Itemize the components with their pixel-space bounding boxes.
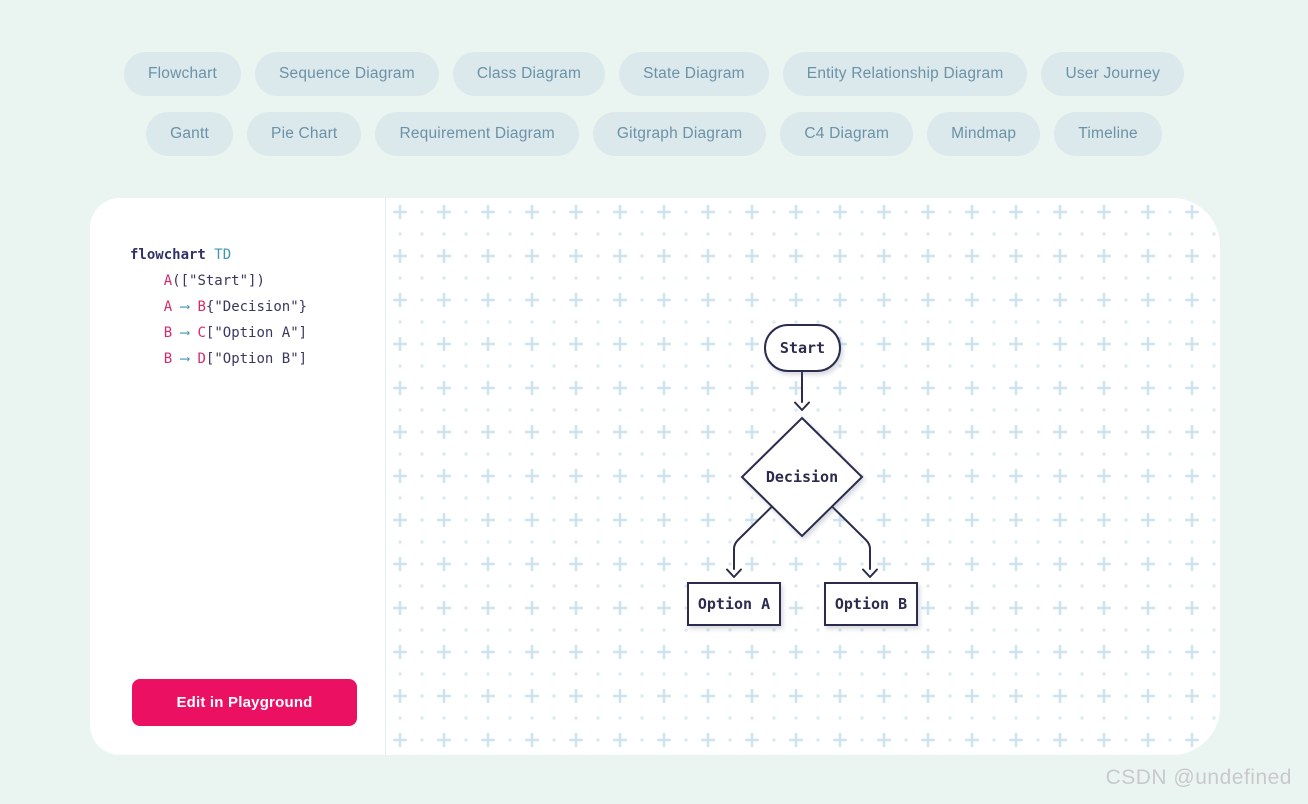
diagram-type-tabs: Flowchart Sequence Diagram Class Diagram St… — [0, 0, 1308, 156]
diagram-preview: Start Decision Option A Option B — [386, 198, 1220, 755]
tab-timeline[interactable]: Timeline — [1054, 112, 1162, 156]
tab-pie-chart[interactable]: Pie Chart — [247, 112, 362, 156]
tab-row-1: Flowchart Sequence Diagram Class Diagram St… — [123, 52, 1185, 96]
csdn-watermark: CSDN @undefined — [1105, 766, 1292, 789]
tab-gitgraph-diagram[interactable]: Gitgraph Diagram — [592, 112, 767, 156]
example-card: flowchart TD A(["Start"]) A ⟶ B{"Decisio… — [90, 198, 1220, 755]
tab-row-2: Gantt Pie Chart Requirement Diagram Gitgrap… — [146, 112, 1162, 156]
node-option-b[interactable] — [824, 582, 918, 626]
edit-in-playground-button[interactable]: Edit in Playground — [132, 679, 357, 726]
node-option-a-label: Option A — [698, 595, 770, 613]
tab-mindmap[interactable]: Mindmap — [927, 112, 1041, 156]
node-option-a[interactable] — [687, 582, 781, 626]
tab-entity-relationship-diagram[interactable]: Entity Relationship Diagram — [782, 52, 1028, 96]
code-editor[interactable]: flowchart TD A(["Start"]) A ⟶ B{"Decisio… — [90, 198, 385, 372]
code-panel: flowchart TD A(["Start"]) A ⟶ B{"Decisio… — [90, 198, 386, 755]
tab-requirement-diagram[interactable]: Requirement Diagram — [375, 112, 579, 156]
node-start-label: Start — [780, 339, 825, 357]
tab-flowchart[interactable]: Flowchart — [123, 52, 241, 96]
tab-class-diagram[interactable]: Class Diagram — [452, 52, 606, 96]
code-line: B ⟶ D["Option B"] — [163, 351, 308, 367]
tab-c4-diagram[interactable]: C4 Diagram — [780, 112, 914, 156]
tab-state-diagram[interactable]: State Diagram — [619, 52, 769, 96]
code-line: flowchart TD — [130, 247, 232, 263]
edge-start-to-decision — [794, 370, 810, 411]
code-line: A ⟶ B{"Decision"} — [163, 299, 308, 315]
flowchart-svg: Start Decision Option A Option B — [386, 198, 1219, 755]
code-line: B ⟶ C["Option A"] — [163, 325, 308, 341]
node-option-b-label: Option B — [835, 595, 907, 613]
edge-decision-to-option-a — [726, 505, 773, 578]
tab-sequence-diagram[interactable]: Sequence Diagram — [254, 52, 439, 96]
node-start[interactable] — [764, 324, 841, 372]
code-line: A(["Start"]) — [163, 273, 265, 289]
edge-decision-to-option-b — [831, 505, 878, 578]
tab-user-journey[interactable]: User Journey — [1041, 52, 1185, 96]
node-decision-label: Decision — [766, 468, 838, 486]
node-decision[interactable] — [740, 416, 864, 538]
tab-gantt[interactable]: Gantt — [146, 112, 234, 156]
